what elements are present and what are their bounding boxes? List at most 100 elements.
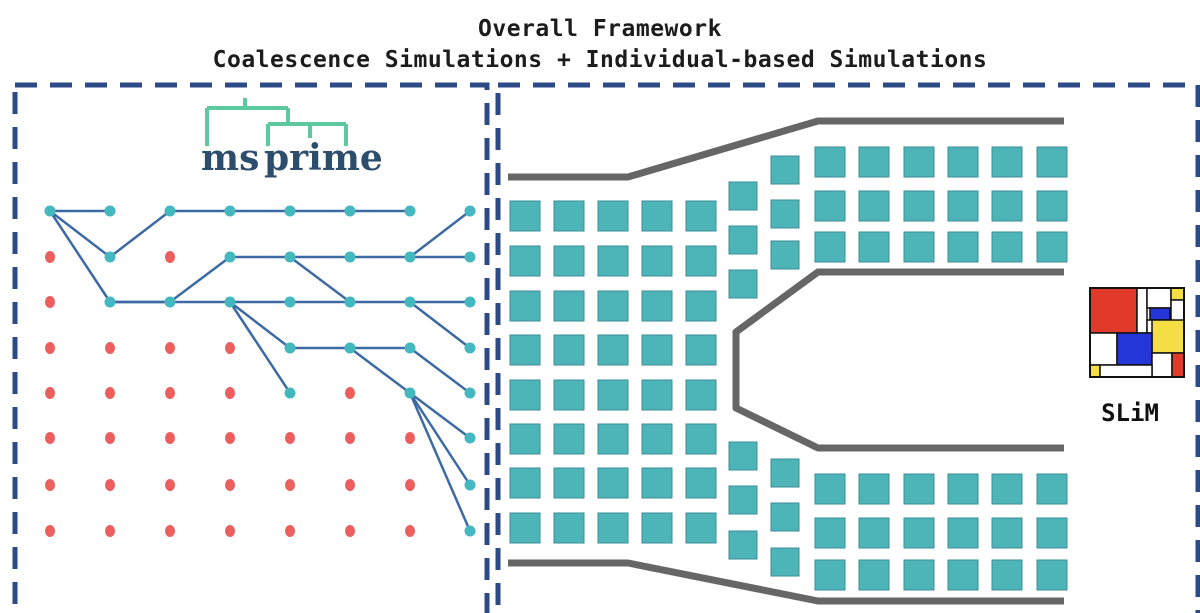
lineage-node [284,251,296,263]
msprime-label-prime: prime [264,137,383,179]
individual [903,190,935,222]
individual [814,146,846,178]
slim-icon-cell [1146,287,1172,309]
slim-mondrian-icon [1089,287,1185,378]
empty-node [165,432,175,444]
lineage-node [284,296,296,308]
individual [597,423,629,455]
empty-node [45,342,55,354]
individual [1036,473,1068,505]
slim-icon-cell [1089,287,1138,334]
lineage-node [344,205,356,217]
lineage-node [464,251,476,263]
empty-node [345,387,355,399]
individual [991,231,1023,263]
individual [770,155,800,185]
slim-icon-cell [1116,332,1153,366]
slim-icon-cell [1151,352,1173,378]
empty-node [105,432,115,444]
slim-icon-cell [1151,319,1185,354]
empty-node [285,432,295,444]
lineage-node [464,342,476,354]
coalescent-edge [408,391,472,440]
slim-icon-cell [1089,364,1101,378]
individual [947,146,979,178]
empty-node [405,479,415,491]
coalescent-edge [168,255,232,304]
empty-node [45,479,55,491]
individual [947,559,979,591]
individual [814,190,846,222]
msprime-tree-icon [205,98,348,146]
coalescent-edge [228,300,292,350]
population-barrier [508,117,1064,181]
empty-node [165,387,175,399]
coalescent-edge [408,209,472,259]
individual [814,473,846,505]
empty-node [345,432,355,444]
lineage-node [104,205,116,217]
individual [903,146,935,178]
individual [903,559,935,591]
individual [685,200,717,232]
lineage-node [284,342,296,354]
individual [1036,559,1068,591]
coalescent-edge [408,391,472,487]
lineage-node [404,342,416,354]
slim-icon-cell [1099,364,1153,378]
lineage-node [284,205,296,217]
empty-node [165,342,175,354]
lineage-node [464,432,476,444]
lineage-node [464,296,476,308]
individual [770,502,800,532]
diagram-subtitle: Coalescence Simulations + Individual-bas… [212,47,988,73]
coalescent-edge [408,391,472,533]
individual [858,231,890,263]
individual [553,200,585,232]
individual [991,517,1023,549]
individual [1036,231,1068,263]
individual [685,290,717,322]
empty-node [165,251,175,263]
lineage-node [404,296,416,308]
individual [641,379,673,411]
individual [597,512,629,544]
empty-node [45,387,55,399]
individual [770,240,800,270]
individual [1036,517,1068,549]
individual [947,473,979,505]
coalescent-edge [48,209,112,304]
individual [947,231,979,263]
individual [553,467,585,499]
lineage-node [344,296,356,308]
individual [814,231,846,263]
lineage-node [404,251,416,263]
slim-logo: SLiM [1089,287,1185,427]
individual [858,473,890,505]
coalescence-panel-frame [12,82,490,613]
individual [947,190,979,222]
population-barriers [508,117,1064,605]
individual [509,379,541,411]
msprime-label-ms: ms [201,137,259,179]
coalescent-lineage-nodes [44,205,476,537]
coalescent-edge [408,300,472,350]
empty-node [345,479,355,491]
empty-node [105,342,115,354]
empty-node [105,525,115,537]
lineage-node [104,296,116,308]
individuals-grid [509,146,1068,591]
individual [858,190,890,222]
coalescent-tree-edges [48,209,472,533]
individual [685,512,717,544]
individual [685,467,717,499]
individual [1036,190,1068,222]
empty-node [45,432,55,444]
population-barrier [508,559,1064,605]
lineage-node [464,479,476,491]
individual [509,290,541,322]
empty-node [225,525,235,537]
individual [814,517,846,549]
empty-node [345,525,355,537]
